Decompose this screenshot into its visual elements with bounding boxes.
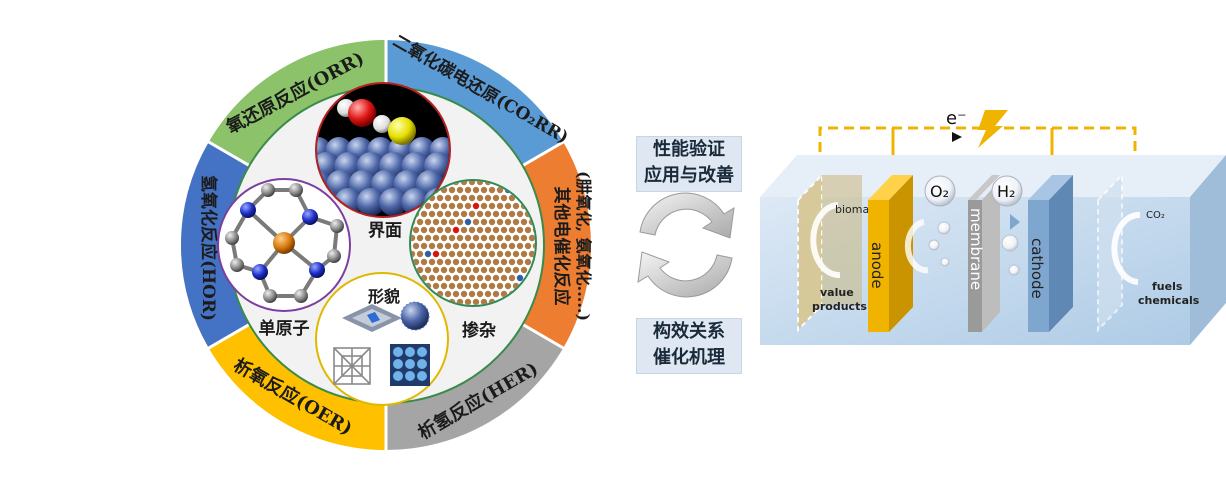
membrane-plate <box>968 200 982 332</box>
label-cathode: cathode <box>1028 238 1046 299</box>
label-interface: 界面 <box>368 221 402 241</box>
anode-plate <box>868 200 889 332</box>
label-co2: CO₂ <box>1146 210 1165 221</box>
label-h2: H₂ <box>997 182 1015 201</box>
mechanism-line-2: 催化机理 <box>653 347 725 368</box>
label-fuels: fuels <box>1152 280 1183 293</box>
single-atom-illustration <box>217 178 351 312</box>
label-o2: O₂ <box>930 182 949 201</box>
cycle-arrows-icon <box>637 192 735 298</box>
verification-line-2: 应用与改善 <box>644 165 734 186</box>
electron-arrow-icon <box>952 132 962 142</box>
lightning-icon <box>978 110 1008 148</box>
h2-bubble <box>991 175 1023 207</box>
label-membrane: membrane <box>967 208 985 290</box>
electrolyzer-cell: e⁻ biomass value products anode O₂ membr… <box>760 108 1226 345</box>
label-single-atom: 单原子 <box>259 318 310 339</box>
label-anode: anode <box>868 242 886 289</box>
label-morphology: 形貌 <box>368 287 400 306</box>
reaction-wheel: 氧还原反应(ORR) 二氧化碳电还原(CO₂RR) 其他电催化反应 (肼氧化, … <box>181 30 593 452</box>
cathode-plate <box>1028 200 1049 332</box>
mechanism-box: 构效关系 催化机理 <box>636 318 742 374</box>
label-other-2: (肼氧化, 氨氧化.....) <box>574 171 593 321</box>
electron-label: e⁻ <box>946 108 967 129</box>
label-other-1: 其他电催化反应 <box>551 187 572 306</box>
label-products: products <box>812 300 867 313</box>
morphology-illustration <box>315 272 449 406</box>
label-doping: 掺杂 <box>462 320 496 341</box>
label-hor: 氢氧化反应(HOR) <box>198 175 219 321</box>
verification-line-1: 性能验证 <box>653 139 725 160</box>
mechanism-line-1: 构效关系 <box>653 321 725 342</box>
tank-side <box>1190 155 1226 345</box>
verification-box: 性能验证 应用与改善 <box>636 136 742 192</box>
label-value: value <box>820 286 854 299</box>
o2-bubble <box>924 175 956 207</box>
label-chemicals: chemicals <box>1138 294 1200 307</box>
right-electrode <box>1097 172 1123 333</box>
